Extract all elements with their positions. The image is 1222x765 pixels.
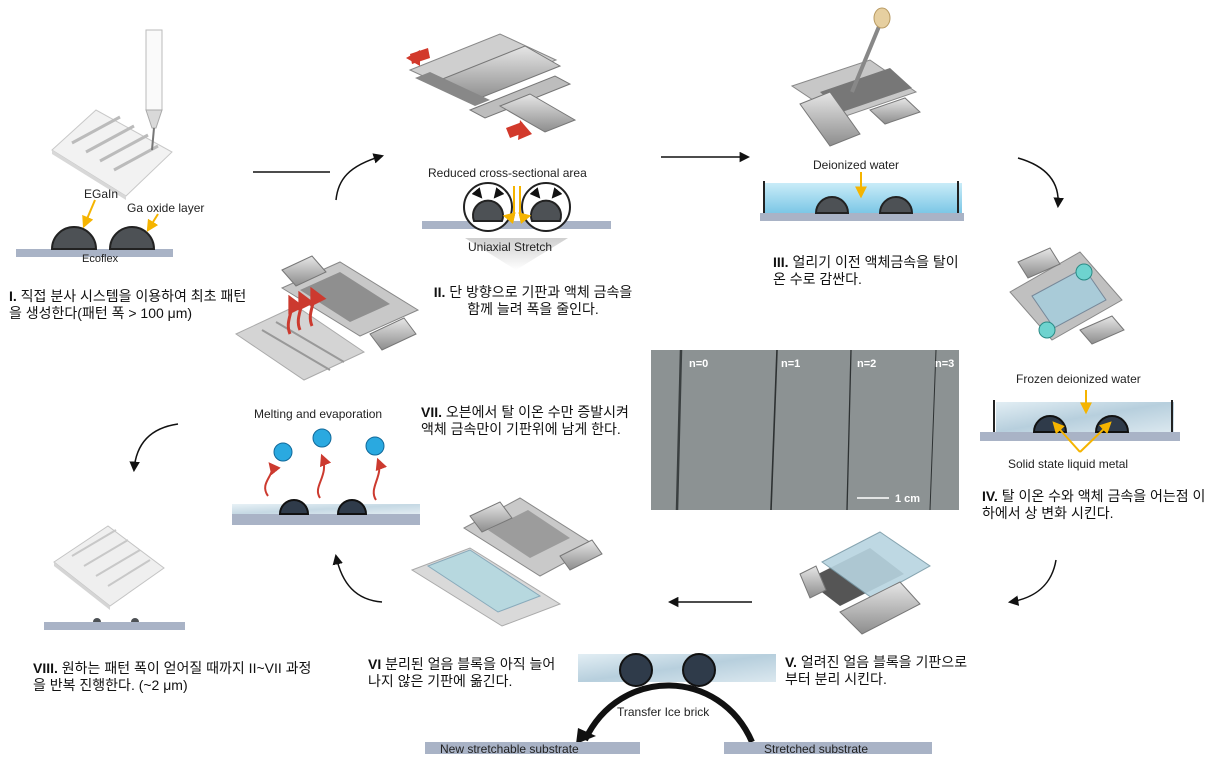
substrate xyxy=(44,622,185,630)
step2-caption: II. 단 방향으로 기판과 액체 금속을 함께 늘려 폭을 줄인다. xyxy=(430,284,636,318)
step7-caption: VII. 오븐에서 탈 이온 수만 증발시켜 액체 금속만이 기판위에 남게 한… xyxy=(421,404,641,438)
step4-cross-section: Frozen deionized water Solid state liqui… xyxy=(980,372,1180,471)
process-arrows xyxy=(129,151,1064,608)
step1-text: 직접 분사 시스템을 이용하여 최초 패턴을 생성한다(패턴 폭 > 100 μ… xyxy=(9,288,247,321)
step2-number: II. xyxy=(433,284,446,300)
water-molecule-icon xyxy=(365,436,385,456)
metal-droplet xyxy=(278,499,310,515)
step2-stretcher-illustration xyxy=(406,33,577,140)
step5-cross-section: Transfer Ice brick New stretchable subst… xyxy=(425,653,932,756)
n2-label: n=2 xyxy=(857,358,876,370)
step3-cross-section: Deionized water xyxy=(760,158,964,221)
step6-transfer-illustration xyxy=(410,497,603,627)
uniaxial-label: Uniaxial Stretch xyxy=(468,240,552,254)
step4-text: 탈 이온 수와 액체 금속을 어는점 이하에서 상 변화 시킨다. xyxy=(982,488,1206,521)
egain-droplet xyxy=(472,199,504,222)
frozen-label: Frozen deionized water xyxy=(1016,372,1141,386)
transfer-label: Transfer Ice brick xyxy=(617,705,710,719)
step4-freezer-illustration xyxy=(1009,247,1125,345)
egain-droplet xyxy=(50,226,98,250)
step5-number: V. xyxy=(785,654,797,670)
melting-label: Melting and evaporation xyxy=(254,407,382,421)
ecoflex-substrate xyxy=(16,249,173,257)
new-substrate-label: New stretchable substrate xyxy=(440,742,579,756)
reduced-area-label: Reduced cross-sectional area xyxy=(428,166,587,180)
step8-number: VIII. xyxy=(33,660,58,676)
step3-stretcher-illustration xyxy=(790,7,921,147)
microscope-image: n=0 n=1 n=2 n=3 1 cm xyxy=(651,349,959,511)
step7-oven-illustration xyxy=(234,255,420,381)
ga-oxide-label: Ga oxide layer xyxy=(127,201,204,215)
metal-droplet xyxy=(131,618,139,622)
step7-text: 오븐에서 탈 이온 수만 증발시켜 액체 금속만이 기판위에 남게 한다. xyxy=(421,404,629,437)
egain-label: EGaIn xyxy=(84,187,118,201)
step8-text: 원하는 패턴 폭이 얻어질 때까지 II~VII 과정을 반복 진행한다. (~… xyxy=(33,660,312,693)
egain-droplet xyxy=(878,196,914,214)
substrate xyxy=(980,432,1180,441)
egain-droplet xyxy=(108,226,156,250)
egain-droplet xyxy=(530,199,562,222)
step6-caption: VI 분리된 얼음 블록을 아직 늘어나지 않은 기판에 옮긴다. xyxy=(368,656,558,690)
step3-text: 얼리기 이전 액체금속을 탈이온 수로 감싼다. xyxy=(773,254,959,287)
line-n2 xyxy=(846,349,852,511)
ice-brick xyxy=(578,654,776,682)
step7-number: VII. xyxy=(421,404,443,420)
step8-caption: VIII. 원하는 패턴 폭이 얻어질 때까지 II~VII 과정을 반복 진행… xyxy=(33,660,323,694)
step6-text: 분리된 얼음 블록을 아직 늘어나지 않은 기판에 옮긴다. xyxy=(368,656,556,689)
snowflake-icon xyxy=(1038,321,1056,339)
step5-separation-illustration xyxy=(799,531,931,635)
line-n0 xyxy=(675,349,683,511)
new-substrate xyxy=(425,742,640,754)
stretched-substrate-label: Stretched substrate xyxy=(764,742,868,756)
water-molecule-icon xyxy=(312,428,332,448)
substrate xyxy=(760,213,964,221)
substrate xyxy=(232,514,420,525)
step2-text: 단 방향으로 기판과 액체 금속을 함께 늘려 폭을 줄인다. xyxy=(449,284,633,317)
deionized-label: Deionized water xyxy=(813,158,899,172)
line-n3 xyxy=(929,349,937,511)
step8-final-illustration xyxy=(44,525,185,630)
water-layer xyxy=(764,183,962,213)
step4-number: IV. xyxy=(982,488,998,504)
step7-cross-section: Melting and evaporation xyxy=(232,407,420,525)
step3-caption: III. 얼리기 이전 액체금속을 탈이온 수로 감싼다. xyxy=(773,254,963,288)
stretched-substrate xyxy=(724,742,932,754)
n3-label: n=3 xyxy=(935,358,954,370)
snowflake-icon xyxy=(1075,263,1093,281)
step2-cross-section: Reduced cross-sectional area Uniaxial St… xyxy=(422,166,611,270)
scale-label: 1 cm xyxy=(895,493,920,505)
ecoflex-label: Ecoflex xyxy=(82,253,119,265)
step1-caption: I. 직접 분사 시스템을 이용하여 최초 패턴을 생성한다(패턴 폭 > 10… xyxy=(9,288,249,322)
step5-caption: V. 얼려진 얼음 블록을 기판으로 부터 분리 시킨다. xyxy=(785,654,975,688)
metal-droplet xyxy=(93,618,101,622)
water-molecule-icon xyxy=(273,442,293,462)
n0-label: n=0 xyxy=(689,358,708,370)
step5-text: 얼려진 얼음 블록을 기판으로 부터 분리 시킨다. xyxy=(785,654,968,687)
metal-droplet xyxy=(336,499,368,515)
step1-printer-illustration xyxy=(51,29,173,200)
step4-caption: IV. 탈 이온 수와 액체 금속을 어는점 이하에서 상 변화 시킨다. xyxy=(982,488,1214,522)
step3-number: III. xyxy=(773,254,789,270)
stretched-substrate xyxy=(422,221,611,229)
step6-number: VI xyxy=(368,656,382,672)
solid-state-label: Solid state liquid metal xyxy=(1008,457,1128,471)
step1-cross-section: EGaIn Ga oxide layer Ecoflex xyxy=(16,187,204,265)
n1-label: n=1 xyxy=(781,358,800,370)
egain-droplet xyxy=(814,196,850,214)
line-n1 xyxy=(770,349,778,511)
step1-number: I. xyxy=(9,288,17,304)
